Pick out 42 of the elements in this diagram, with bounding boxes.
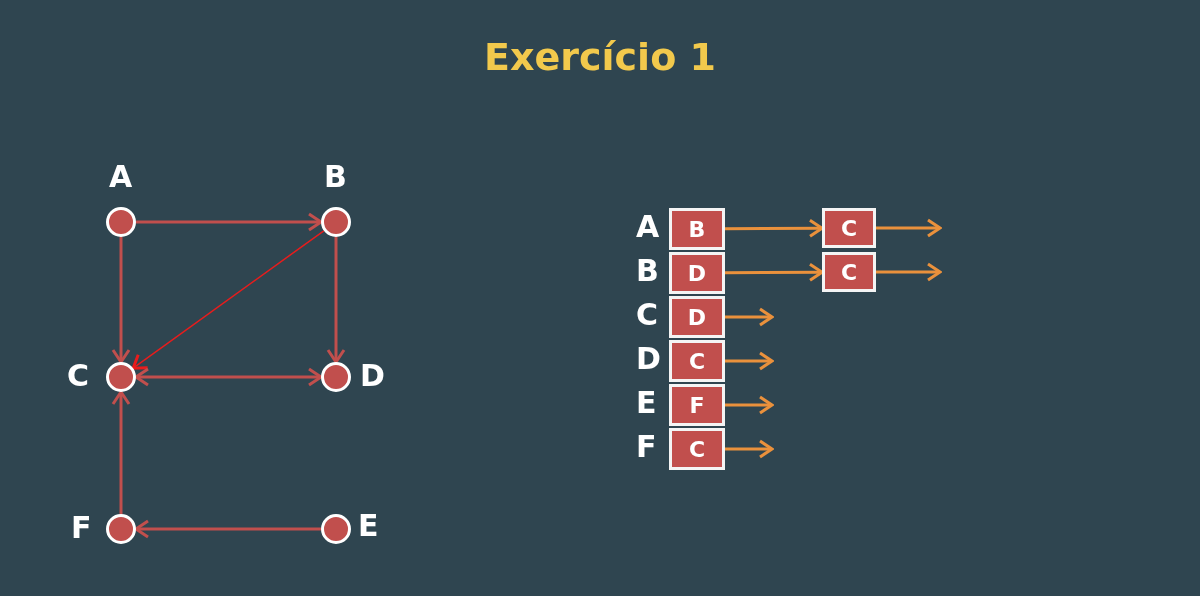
arrow [725, 351, 774, 371]
arrow [134, 367, 323, 387]
graph-vertex [106, 207, 136, 237]
graph-vertex [321, 207, 351, 237]
list-node: C [669, 340, 725, 382]
row-label: C [636, 298, 659, 332]
arrow [725, 439, 774, 459]
graph-vertex [321, 362, 351, 392]
arrow [725, 395, 774, 415]
arrow [876, 262, 942, 282]
list-node: C [822, 208, 876, 248]
arrow [725, 307, 774, 327]
list-node: C [822, 252, 876, 292]
vertex-label: C [67, 359, 90, 393]
graph-vertex [321, 514, 351, 544]
vertex-label: B [324, 160, 347, 194]
arrow [111, 237, 131, 364]
list-node: D [669, 252, 725, 294]
list-node: B [669, 208, 725, 250]
row-label: F [636, 430, 657, 464]
arrow [876, 218, 942, 238]
arrow [134, 519, 321, 539]
vertex-label: A [109, 160, 133, 194]
vertex-label: E [358, 509, 379, 543]
arrow [136, 212, 323, 232]
arrow [725, 262, 824, 282]
vertex-label: D [360, 359, 385, 393]
row-label: D [636, 342, 661, 376]
vertex-label: F [71, 511, 92, 545]
graph-vertex [106, 362, 136, 392]
arrow [326, 237, 346, 364]
title: Exercício 1 [483, 34, 717, 81]
arrow [111, 390, 131, 514]
row-label: E [636, 386, 657, 420]
arrow [131, 230, 325, 370]
arrow [725, 218, 824, 238]
list-node: D [669, 296, 725, 338]
row-label: B [636, 254, 659, 288]
list-node: C [669, 428, 725, 470]
row-label: A [636, 210, 660, 244]
list-node: F [669, 384, 725, 426]
graph-vertex [106, 514, 136, 544]
